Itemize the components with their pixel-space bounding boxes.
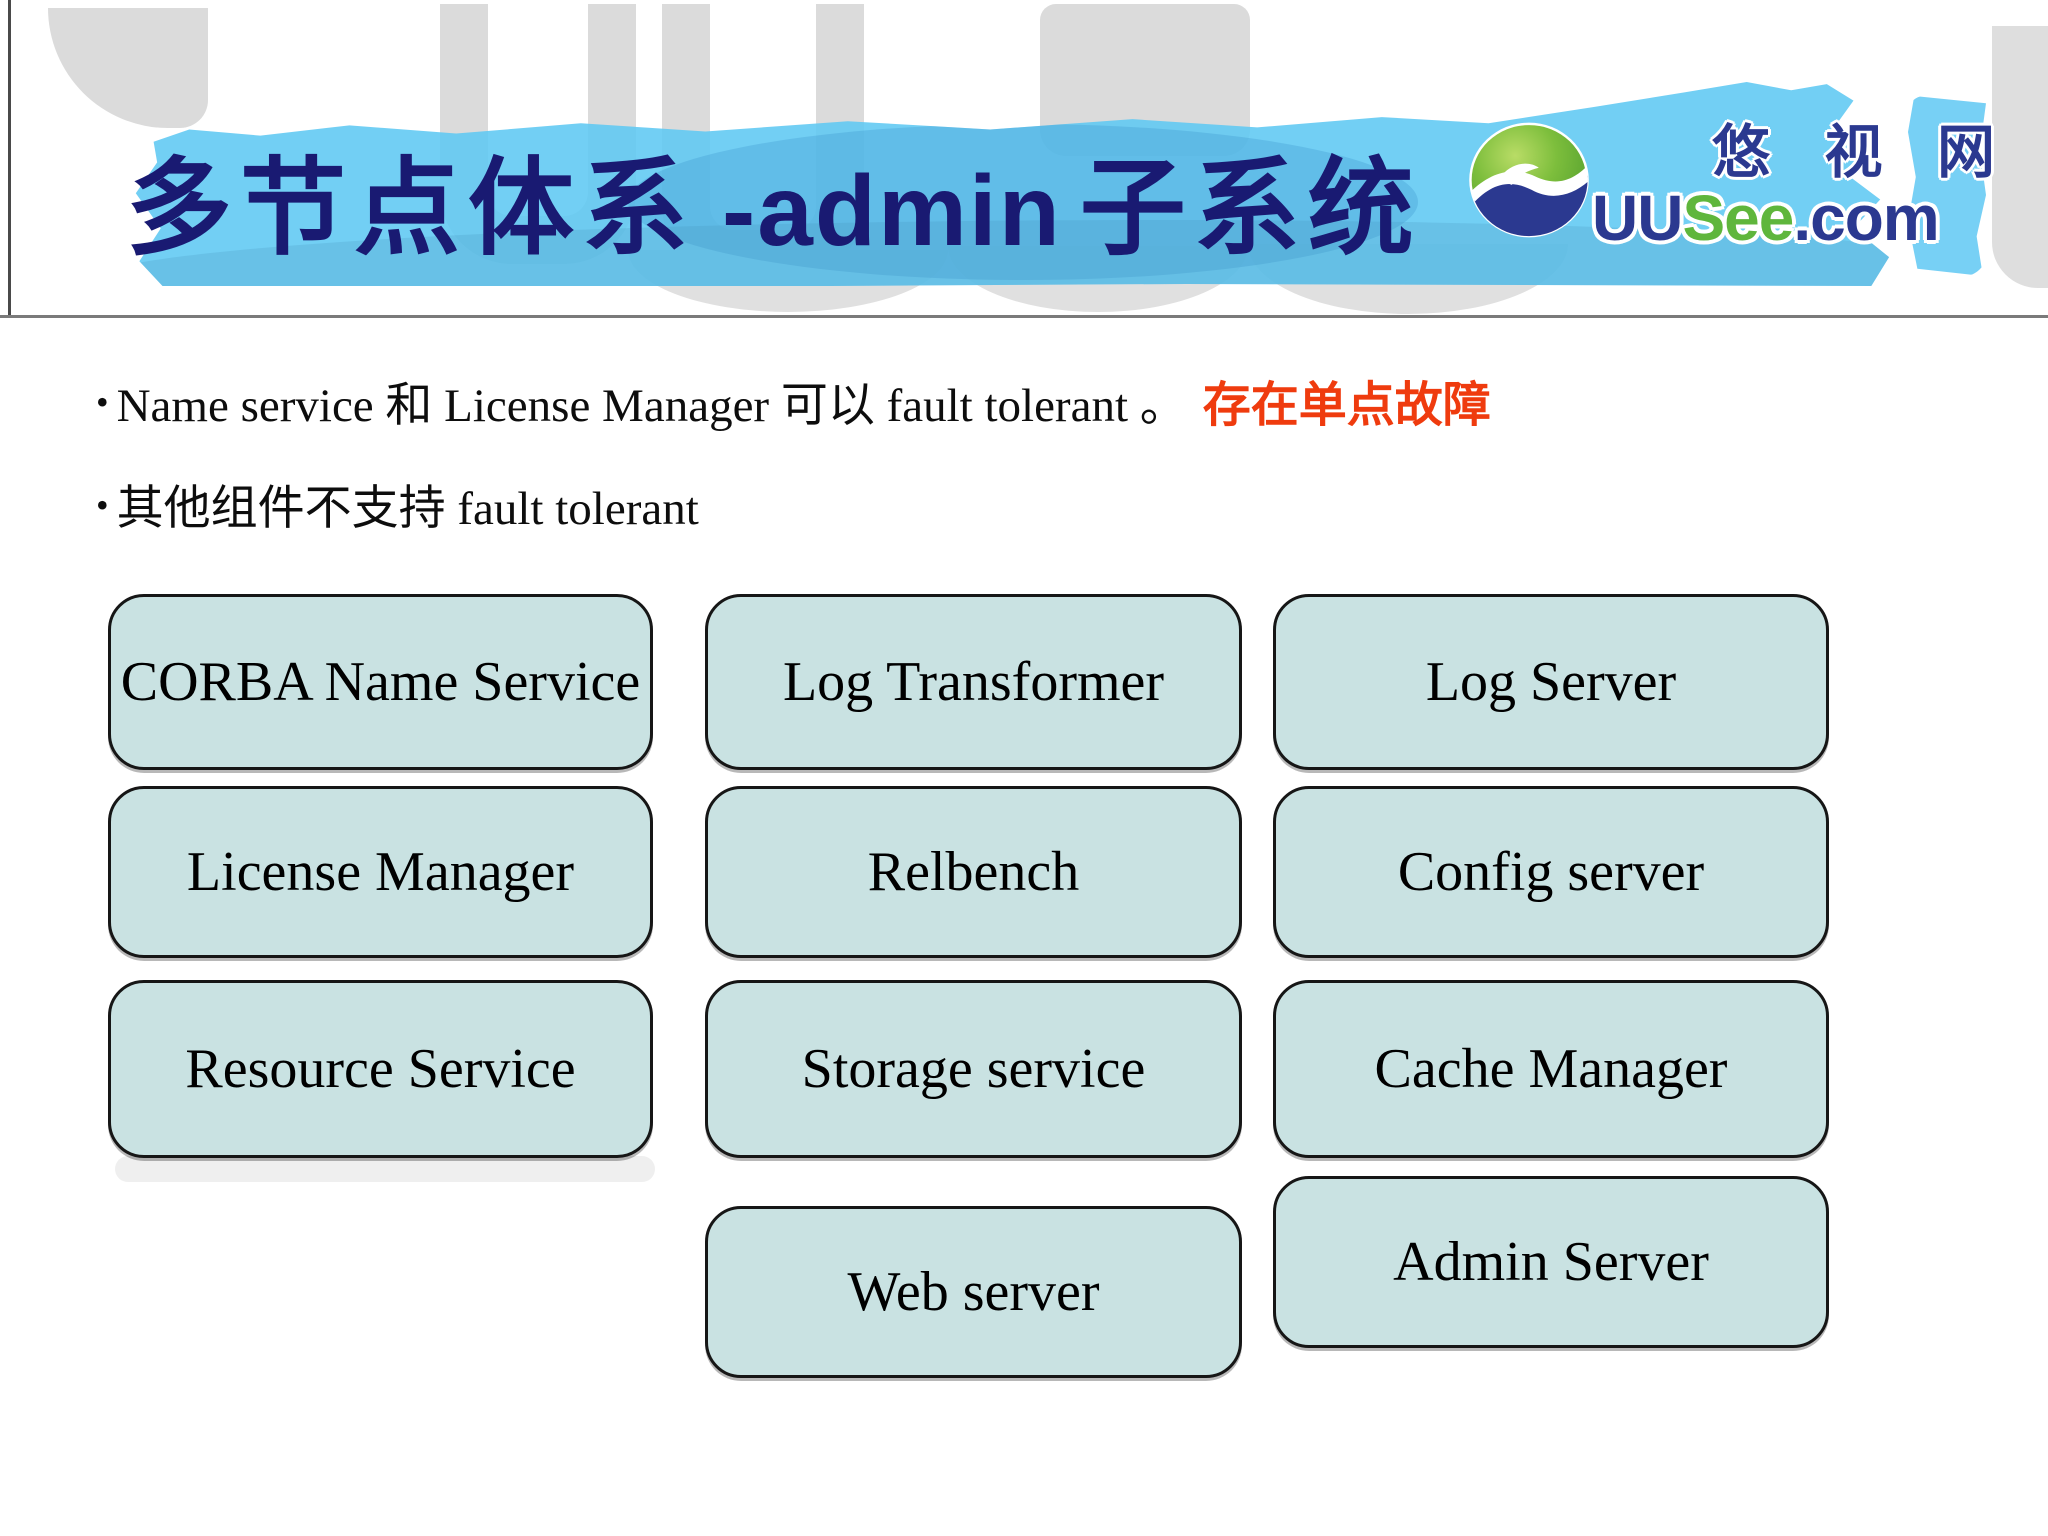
header-brush-fragment bbox=[1908, 96, 1986, 276]
page-title: 多节点体系 -admin 子系统 bbox=[126, 157, 1422, 263]
uusee-swoosh-icon bbox=[1469, 122, 1589, 238]
bullet-marker: • bbox=[96, 485, 109, 525]
title-admin-label: -admin bbox=[722, 155, 1062, 268]
title-chinese-tail: 子系统 bbox=[1079, 151, 1422, 269]
component-box-license-manager: License Manager bbox=[108, 786, 653, 958]
box-label: Log Server bbox=[1425, 651, 1677, 713]
wordmark-com: .com bbox=[1793, 182, 1939, 254]
bullet-line-other-components: •其他组件不支持 fault tolerant bbox=[96, 482, 699, 536]
component-box-log-server: Log Server bbox=[1273, 594, 1829, 770]
box-label: License Manager bbox=[186, 841, 575, 903]
bullet-text: Name service 和 License Manager 可以 fault … bbox=[116, 380, 1187, 432]
wordmark-uu: UU bbox=[1592, 182, 1683, 254]
bullet-text: 其他组件不支持 fault tolerant bbox=[116, 483, 699, 535]
component-box-web-server: Web server bbox=[705, 1206, 1242, 1378]
component-box-admin-server: Admin Server bbox=[1273, 1176, 1829, 1348]
component-box-corba-name-service: CORBA Name Service bbox=[108, 594, 653, 770]
uusee-chinese-name: 悠 视 网 bbox=[1712, 120, 2016, 185]
header-left-border bbox=[8, 0, 11, 317]
box-label: Log Transformer bbox=[782, 651, 1165, 713]
wordmark-see: See bbox=[1682, 182, 1794, 254]
box-label: Relbench bbox=[867, 841, 1080, 903]
header-bottom-border bbox=[0, 315, 2048, 318]
component-box-config-server: Config server bbox=[1273, 786, 1829, 958]
component-box-relbench: Relbench bbox=[705, 786, 1242, 958]
box-label: CORBA Name Service bbox=[120, 651, 641, 713]
box-label: Resource Service bbox=[185, 1038, 576, 1100]
bullet-line-fault-tolerant: •Name service 和 License Manager 可以 fault… bbox=[96, 378, 1491, 433]
component-box-storage-service: Storage service bbox=[705, 980, 1242, 1158]
box-label: Admin Server bbox=[1393, 1231, 1709, 1293]
component-box-resource-service: Resource Service bbox=[108, 980, 653, 1158]
watermark-letter-fragment bbox=[48, 8, 208, 128]
watermark-letter-fragment bbox=[1992, 26, 2048, 288]
component-box-log-transformer: Log Transformer bbox=[705, 594, 1242, 770]
title-chinese-lead: 多节点体系 bbox=[126, 151, 696, 269]
bullet-marker: • bbox=[96, 382, 109, 422]
uusee-wordmark: UUSee.com bbox=[1592, 186, 1940, 250]
box-label: Web server bbox=[847, 1261, 1100, 1323]
watermark-bar bbox=[115, 1156, 655, 1182]
box-label: Config server bbox=[1397, 841, 1705, 903]
bullet-highlight-single-point-failure: 存在单点故障 bbox=[1202, 379, 1491, 432]
component-box-cache-manager: Cache Manager bbox=[1273, 980, 1829, 1158]
box-label: Storage service bbox=[801, 1038, 1146, 1100]
box-label: Cache Manager bbox=[1374, 1038, 1728, 1100]
